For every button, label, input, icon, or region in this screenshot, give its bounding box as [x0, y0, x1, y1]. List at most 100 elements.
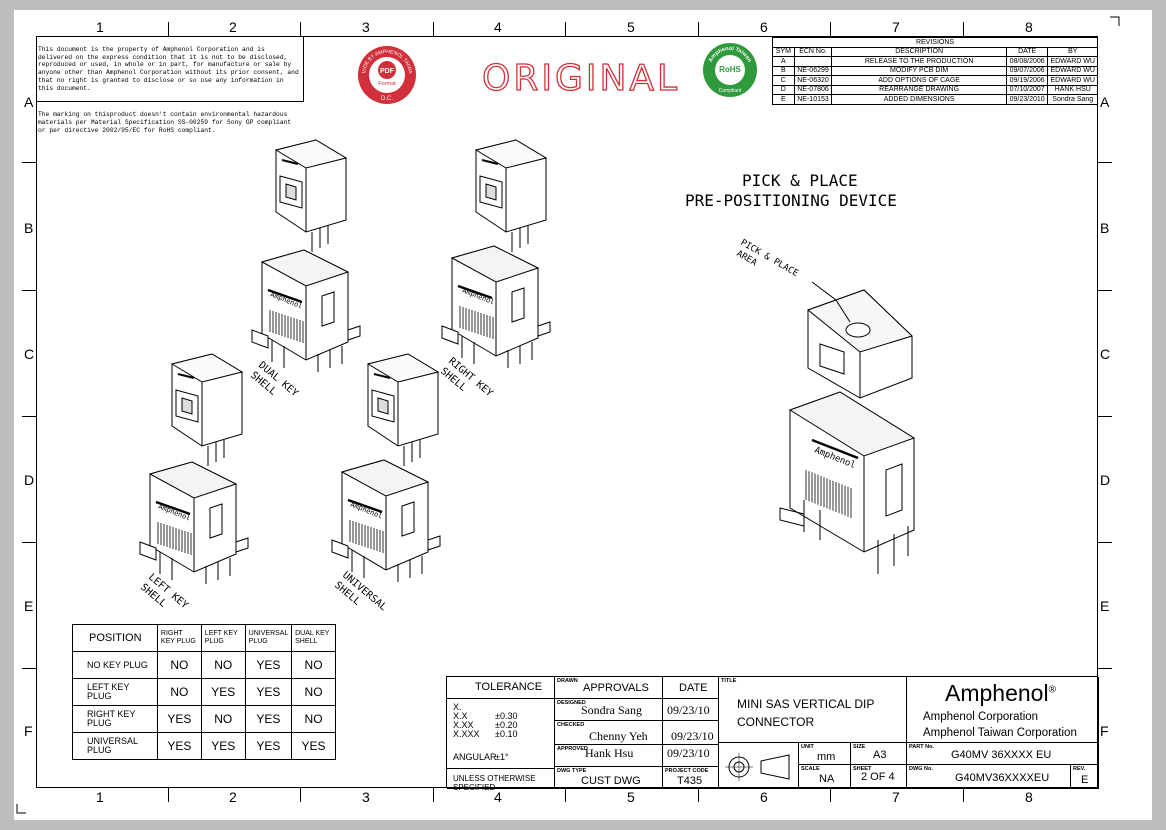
drawing-border — [36, 36, 1098, 788]
zone-tick — [300, 788, 301, 802]
position-header: POSITION — [72, 624, 158, 652]
rohs-stamp: Amphenol Taiwan RoHS Compliant — [702, 42, 758, 98]
title-line-1: MINI SAS VERTICAL DIP — [737, 697, 875, 711]
large-cage-pins — [779, 500, 909, 574]
device-title-line-1: PICK & PLACE — [742, 171, 858, 190]
tol-x: X. — [453, 702, 462, 712]
zone-row-C-right: C — [1100, 346, 1111, 362]
zone-col-8-bot: 8 — [1025, 789, 1033, 805]
plug-pins — [207, 440, 225, 466]
projection-symbol — [719, 743, 799, 789]
cage-contacts — [269, 310, 304, 343]
rohs-stamp-sub: Compliant — [719, 88, 742, 94]
rev-value: E — [1081, 774, 1089, 786]
unit-label: UNIT — [801, 744, 814, 750]
position-value: YES — [200, 732, 246, 760]
cage-opening — [450, 245, 540, 283]
cage-pins — [271, 340, 343, 372]
cage-connector — [441, 245, 551, 368]
cage-flange — [427, 535, 441, 551]
zone-col-3-bot: 3 — [362, 789, 370, 805]
size-value: A3 — [873, 749, 887, 761]
cage-contacts — [157, 522, 192, 555]
zone-row-E-left: E — [24, 598, 34, 614]
cage-flange — [441, 325, 459, 345]
scale-value: NA — [819, 773, 835, 785]
plug-top — [366, 353, 440, 383]
plug-top — [170, 353, 244, 383]
position-row-label: LEFT KEY PLUG — [72, 678, 158, 706]
zone-col-3-top: 3 — [362, 19, 370, 35]
notice-confidential: This document is the property of Ampheno… — [38, 45, 299, 92]
date-label: DATE — [679, 682, 708, 694]
zone-tick — [22, 668, 36, 669]
cage-connector — [251, 249, 361, 372]
zone-row-B-left: B — [24, 220, 34, 236]
zone-row-D-left: D — [24, 472, 35, 488]
zone-col-2-top: 2 — [229, 19, 237, 35]
position-col-header: LEFT KEY PLUG — [200, 624, 246, 652]
cage-flange — [251, 329, 269, 349]
zone-tick — [1098, 668, 1112, 669]
position-value: YES — [291, 732, 336, 760]
zone-col-6-top: 6 — [760, 19, 768, 35]
zone-tick — [300, 22, 301, 36]
revision-cell: 09/23/2010 — [1005, 94, 1049, 105]
large-cage-side-window — [885, 463, 903, 517]
pick-place-area-circle — [845, 322, 871, 338]
zone-tick — [433, 22, 434, 36]
angular-value: ±1° — [495, 752, 509, 762]
position-value: YES — [156, 732, 202, 760]
position-value: NO — [200, 705, 246, 733]
plug-pins — [311, 226, 329, 252]
drawn-label: DRAWN — [557, 678, 578, 684]
plug-latch-inner — [285, 183, 297, 201]
zone-row-F-right: F — [1100, 723, 1109, 739]
plug-module — [170, 353, 244, 466]
cage-opening — [340, 459, 430, 497]
cage-pins — [461, 336, 533, 368]
zone-tick — [565, 788, 566, 802]
position-value: YES — [244, 705, 293, 733]
zone-tick — [22, 542, 36, 543]
large-cage-opening — [788, 391, 916, 457]
zone-tick — [22, 416, 36, 417]
zone-tick — [168, 22, 169, 36]
zone-tick — [1098, 416, 1112, 417]
tol-xxxx-value: ±0.10 — [495, 729, 518, 739]
zone-tick — [698, 22, 699, 36]
part-no: G40MV 36XXXX EU — [951, 749, 1052, 761]
cage-connector — [331, 459, 441, 582]
notice-environmental: The marking on thisproduct doesn't conta… — [38, 111, 292, 134]
position-value: NO — [156, 678, 202, 706]
part-no-label: PART No. — [909, 744, 934, 750]
rev-label: REV. — [1073, 766, 1086, 772]
position-value: NO — [156, 651, 202, 679]
cage-side-window — [401, 501, 415, 537]
position-row-label: NO KEY PLUG — [72, 651, 158, 679]
zone-col-6-bot: 6 — [760, 789, 768, 805]
zone-col-5-bot: 5 — [627, 789, 635, 805]
cage-pins — [159, 552, 231, 584]
title-block: TOLERANCE X. X.X ±0.30 X.XX ±0.20 X.XXX … — [446, 676, 1099, 792]
approvals-label: APPROVALS — [583, 682, 649, 694]
zone-tick — [963, 788, 964, 802]
cage-contacts — [459, 306, 494, 339]
sheet-value: 2 OF 4 — [861, 771, 895, 783]
plug-top — [274, 139, 348, 169]
zone-tick — [1098, 542, 1112, 543]
zone-tick — [1098, 162, 1112, 163]
approved-label: APPROVED — [557, 746, 588, 752]
approved-by: Hank Hsu — [585, 746, 634, 760]
corp-line-2: Amphenol Taiwan Corporation — [923, 727, 1077, 739]
tolerance-label: TOLERANCE — [475, 681, 543, 693]
zone-tick — [565, 22, 566, 36]
position-value: NO — [291, 651, 336, 679]
zone-col-4-top: 4 — [494, 19, 502, 35]
position-row-label: RIGHT KEY PLUG — [72, 705, 158, 733]
position-value: YES — [200, 678, 246, 706]
